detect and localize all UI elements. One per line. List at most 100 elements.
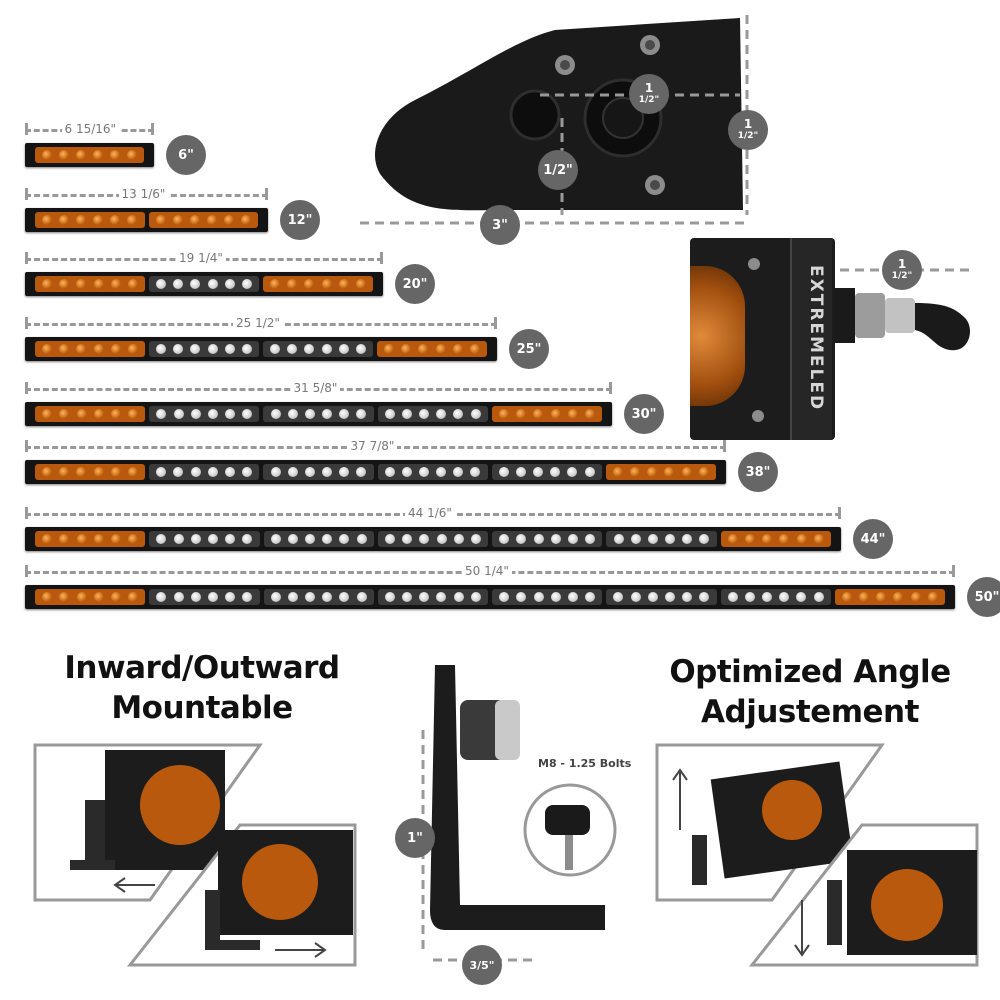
led-icon [876,592,887,602]
led-icon [110,344,121,354]
amber-led-pod [605,464,717,480]
dimension-label: 25 1/2" [233,316,283,330]
led-icon [93,215,104,225]
dimension-tick [494,317,497,329]
led-icon [110,592,121,602]
light-bar [25,337,497,361]
led-icon [128,409,139,419]
led-icon [93,279,104,289]
bolt-icon [565,835,573,870]
led-icon [401,467,412,477]
led-icon [173,409,184,419]
led-icon [436,534,447,544]
led-icon [681,467,692,477]
led-icon [110,150,120,160]
led-icon [287,534,298,544]
led-icon [927,592,938,602]
clear-led-pod [149,276,259,292]
led-icon [498,467,509,477]
led-icon [287,409,298,419]
led-icon [224,344,235,354]
led-icon [76,592,87,602]
led-icon [384,409,395,419]
led-icon [419,409,430,419]
led-icon [435,344,446,354]
clear-led-pod [377,406,488,422]
dimension-tick [25,382,28,394]
size-badge: 44" [853,519,893,559]
dimension-tick [25,317,28,329]
led-icon [173,534,184,544]
led-icon [76,215,87,225]
led-icon [470,592,481,602]
led-icon [42,150,52,160]
led-icon [584,467,595,477]
brand-logo: EXTREMELED [806,264,826,412]
led-icon [859,592,870,602]
led-icon [241,344,252,354]
led-icon [93,409,104,419]
bracket-arm [430,665,605,930]
dimension-tick [609,382,612,394]
led-icon [110,409,121,419]
clear-led-pod [149,589,260,605]
led-icon [156,409,167,419]
led-icon [207,279,218,289]
led-icon [356,592,367,602]
led-icon [321,467,332,477]
clear-led-pod [149,406,260,422]
led-icon [190,534,201,544]
led-icon [59,215,70,225]
amber-led-pod [377,341,487,357]
led-icon [585,534,596,544]
led-icon [42,409,53,419]
led-icon [190,409,201,419]
led-icon [744,592,755,602]
led-icon [498,409,509,419]
led-icon [339,534,350,544]
led-icon [664,467,675,477]
led-icon [190,592,201,602]
led-icon [207,467,218,477]
led-icon [533,534,544,544]
led-icon [453,534,464,544]
size-badge: 38" [738,452,778,492]
amber-lens [242,844,318,920]
led-icon [223,215,234,225]
led-icon [59,344,70,354]
size-badge: 20" [395,264,435,304]
led-icon [127,215,138,225]
led-icon [42,592,53,602]
led-icon [470,467,481,477]
led-icon [356,534,367,544]
led-icon [665,534,676,544]
led-icon [516,409,527,419]
led-icon [322,592,333,602]
dimension-label: 50 1/4" [462,564,512,578]
dimension-tick [25,252,28,264]
amber-led-pod [148,212,258,228]
led-icon [550,409,561,419]
led-icon [127,150,137,160]
led-icon [745,534,756,544]
led-icon [339,409,350,419]
led-icon [42,279,53,289]
led-icon [436,467,447,477]
led-icon [567,409,578,419]
led-icon [499,534,510,544]
led-icon [762,592,773,602]
led-icon [533,592,544,602]
led-icon [241,279,252,289]
led-icon [339,592,350,602]
dimension-label: 19 1/4" [176,251,226,265]
led-icon [156,279,167,289]
size-badge: 6" [166,135,206,175]
led-icon [585,592,596,602]
led-icon [173,592,184,602]
amber-led-pod [35,341,145,357]
led-icon [190,279,201,289]
dimension-label: 37 7/8" [347,439,398,453]
led-icon [224,467,235,477]
dimension-tick [723,440,726,452]
led-icon [402,592,413,602]
